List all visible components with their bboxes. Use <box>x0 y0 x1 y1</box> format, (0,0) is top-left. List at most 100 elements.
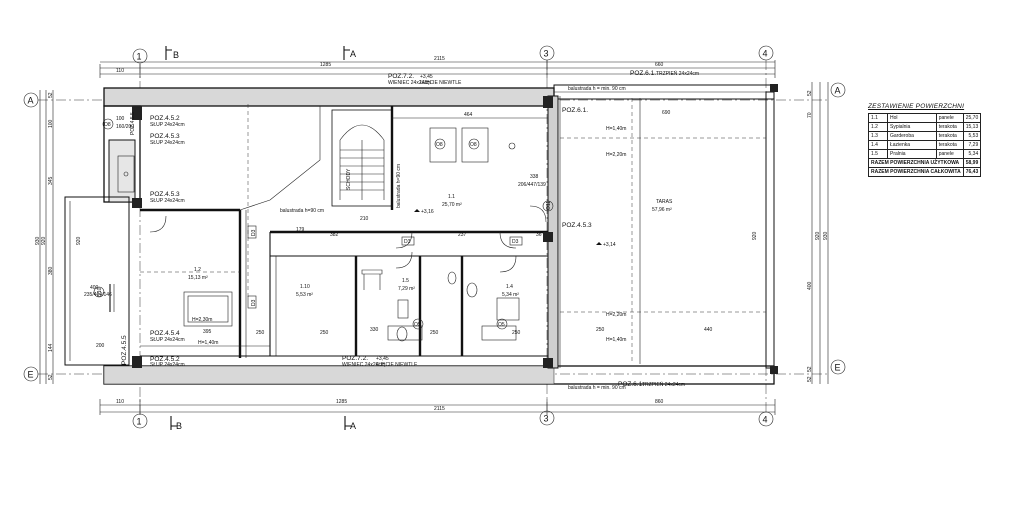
table-row: 1.3 Garderoba terakota 5,53 <box>868 131 982 141</box>
window-o5-a: O5 <box>414 322 421 328</box>
window-o11: O11 <box>546 201 552 210</box>
poz-72-top: POZ.7.2. <box>388 73 414 80</box>
row-name: Łazienka <box>887 140 937 150</box>
dim-690: 690 <box>662 110 671 116</box>
poz-452-sub: SŁUP 24x24cm <box>150 122 185 128</box>
room-ward-no: 1.10 <box>300 284 310 290</box>
window-o8-left-dim2: 160/200 <box>116 124 134 130</box>
room-terrace-area: 57,96 m² <box>652 207 672 213</box>
poz-72-top-sub: WIENIEC 24x24cm <box>388 80 431 86</box>
dim-395: 395 <box>203 329 212 335</box>
table-row-sum-usable: RAZEM POWIERZCHNIA UŻYTKOWA 58,99 <box>868 158 982 168</box>
axis-3-bottom: 3 <box>544 414 549 424</box>
top-dimensions: 110 1285 2115 660 <box>99 56 776 78</box>
note-balustrade-bottom: balustrada h = min. 90 cm <box>568 385 626 391</box>
note-h220-top: H=2,20m <box>606 152 626 158</box>
door-d3-2: D3 <box>512 239 519 245</box>
note-h140-left: H=1,40m <box>198 340 218 346</box>
section-B-top: B <box>173 50 179 60</box>
section-B-bottom: B <box>176 421 182 431</box>
room-ward-area: 5,53 m² <box>296 292 313 298</box>
row-floor: terakota <box>935 140 964 150</box>
note-balustrade-stair: balustrada h=90 cm <box>396 164 402 208</box>
row-area: 5,34 <box>962 149 982 159</box>
poz-455-left: POZ.4.5.5 <box>121 335 128 365</box>
room-bath-area: 7,29 m² <box>398 286 415 292</box>
room-bed-no: 1.2 <box>194 267 201 273</box>
axis-4-bottom: 4 <box>763 415 768 425</box>
table-row: 1.1 Hol panele 25,70 <box>868 113 982 123</box>
poz-61-bottom: POZ.6.1. <box>618 381 644 388</box>
inner-dimensions: 464 210 179 382 237 36 690 395 250 440 2… <box>96 110 713 349</box>
row-floor: panele <box>935 113 964 123</box>
room-hall-area: 25,70 m² <box>442 202 462 208</box>
table-row: 1.5 Pralnia panele 5,34 <box>868 149 982 159</box>
table-row: 1.4 Łazienka terakota 7,29 <box>868 140 982 150</box>
room-bed-area: 15,13 m² <box>188 275 208 281</box>
axis-A-right: A <box>835 86 841 96</box>
dim-110-top: 110 <box>116 68 124 74</box>
dim-left-920-inner: 920 <box>76 236 82 245</box>
row-floor: terakota <box>935 122 964 132</box>
window-o10: O10 <box>97 287 103 297</box>
poz-453b-sub: SŁUP 24x24cm <box>150 198 185 204</box>
table-row-sum-total: RAZEM POWIERZCHNIA CAŁKOWITA 76,43 <box>868 167 982 177</box>
area-schedule-table: 1.1 Hol panele 25,70 1.2 Sypialnia terak… <box>868 113 982 177</box>
poz-labels: POZ.7.2. WIENIEC 24x24cm +3,45 UJĘCIE NI… <box>121 70 699 388</box>
dim-660-top: 660 <box>655 62 664 68</box>
note-balustrade-top: balustrada h = min. 90 cm <box>568 86 626 92</box>
poz-72-bottom: POZ.7.2. <box>342 355 368 362</box>
bottom-dimensions: 110 1285 860 2115 <box>99 399 776 415</box>
dim-right-52c: 52 <box>807 376 813 382</box>
notes: balustrada h = min. 90 cm balustrada h=9… <box>192 86 626 391</box>
dim-250-b: 250 <box>430 330 439 336</box>
dim-179: 179 <box>296 227 305 233</box>
dim-right-52b: 52 <box>807 366 813 372</box>
section-A-top: A <box>350 49 356 59</box>
dim-left-144: 144 <box>48 343 54 352</box>
window-o8-a: O8 <box>436 142 443 148</box>
right-dimensions: 52 70 920 930 920 400 52 52 <box>752 82 829 384</box>
row-no: 1.5 <box>868 149 888 159</box>
dim-right-920: 920 <box>815 231 821 240</box>
door-d3-4: D3 <box>251 299 257 306</box>
axis-4-top: 4 <box>763 49 768 59</box>
dim-250-c: 250 <box>512 330 521 336</box>
poz-452: POZ.4.5.2 <box>150 115 180 122</box>
axis-1-top: 1 <box>137 52 142 62</box>
row-floor: terakota <box>935 131 964 141</box>
poz-454-sub: SŁUP 24x24cm <box>150 337 185 343</box>
dim-250-right: 250 <box>596 327 605 333</box>
poz-61-bottom-sub: TRZPIEŃ 24x24cm <box>642 381 685 388</box>
section-A-bottom: A <box>350 421 356 431</box>
left-dimensions: 52 100 345 920 930 380 144 52 920 <box>35 90 82 384</box>
row-no: 1.1 <box>868 113 888 123</box>
dim-2115-bottom: 2115 <box>434 406 445 412</box>
dim-464: 464 <box>464 112 473 118</box>
note-stair: SCHODY <box>346 168 352 190</box>
sum-total-value: 76,43 <box>962 167 982 177</box>
axis-E-left: E <box>28 370 34 380</box>
window-o11-dim: 400 <box>90 285 99 291</box>
window-o11-dim4: 206/447/139 <box>518 182 546 188</box>
axis-A-left: A <box>28 96 34 106</box>
axis-markers: 1 3 4 1 3 4 A E A E B A B A <box>23 45 846 431</box>
poz-72-bottom-sub: WIENIEC 24x24cm <box>342 362 385 368</box>
sum-total-label: RAZEM POWIERZCHNIA CAŁKOWITA <box>868 167 964 177</box>
dim-860-bottom: 860 <box>655 399 664 405</box>
poz-452-bottom: POZ.4.5.2 <box>150 356 180 363</box>
dim-left-930: 930 <box>35 236 41 245</box>
row-floor: panele <box>935 149 964 159</box>
dim-36: 36 <box>536 232 542 238</box>
poz-61-right: POZ.6.1. <box>562 107 588 114</box>
window-o5-b: O5 <box>498 322 505 328</box>
row-name: Sypialnia <box>887 122 937 132</box>
poz-72-top-sub3: UJĘCIE NIEWTLE <box>420 80 462 86</box>
row-area: 7,29 <box>962 140 982 150</box>
dim-2115-top: 2115 <box>434 56 445 62</box>
room-bath-no: 1.5 <box>402 278 409 284</box>
door-d3-3: D3 <box>251 229 257 236</box>
dim-right-920-inner: 920 <box>752 231 758 240</box>
poz-452-bottom-sub: SŁUP 24x24cm <box>150 362 185 368</box>
poz-453a: POZ.4.5.3 <box>150 133 180 140</box>
